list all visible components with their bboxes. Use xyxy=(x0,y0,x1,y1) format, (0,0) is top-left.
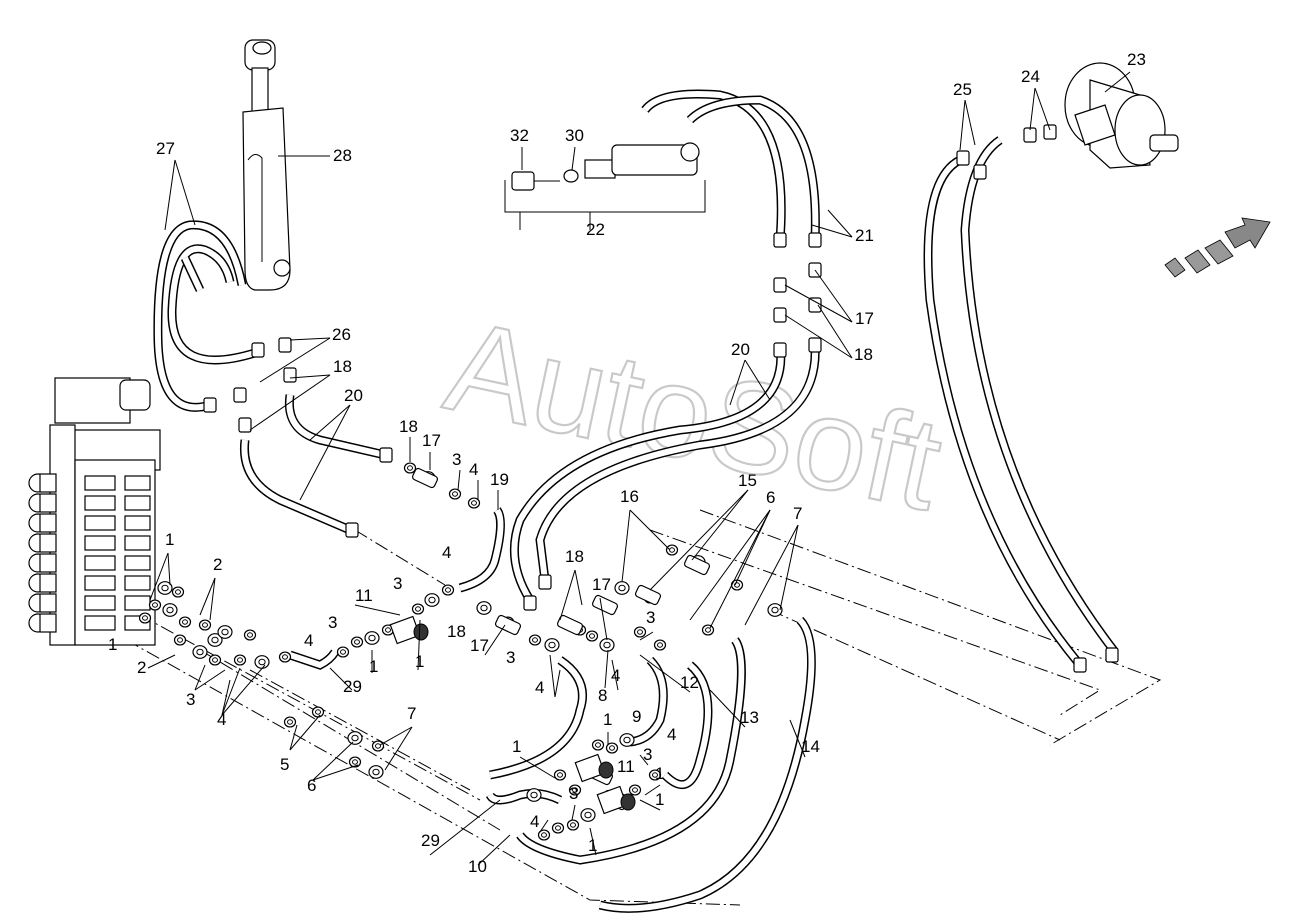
callout-3: 3 xyxy=(569,784,578,803)
callout-9: 9 xyxy=(632,707,641,726)
callout-8: 8 xyxy=(598,686,607,705)
callout-4: 4 xyxy=(217,710,226,729)
callout-16: 16 xyxy=(620,487,639,506)
forward-arrow-icon xyxy=(1164,217,1271,278)
callout-11: 11 xyxy=(617,757,635,776)
callout-1: 1 xyxy=(655,764,664,783)
alignment-lines xyxy=(104,509,1162,906)
callout-32: 32 xyxy=(510,126,529,145)
callout-3: 3 xyxy=(646,608,655,627)
callout-4: 4 xyxy=(667,725,676,744)
callout-1: 1 xyxy=(369,657,378,676)
rigid-pipes xyxy=(288,507,816,913)
callout-6: 6 xyxy=(307,776,316,795)
callout-5: 5 xyxy=(280,755,289,774)
callout-20: 20 xyxy=(344,386,363,405)
callout-29: 29 xyxy=(421,831,440,850)
callout-18: 18 xyxy=(854,345,873,364)
callout-10: 10 xyxy=(468,857,487,876)
callout-25: 25 xyxy=(953,80,972,99)
callout-17: 17 xyxy=(855,309,874,328)
callout-18: 18 xyxy=(565,547,584,566)
hydraulic-motor-icon xyxy=(1064,62,1179,169)
callout-4: 4 xyxy=(442,543,451,562)
callout-1: 1 xyxy=(588,836,597,855)
callout-26: 26 xyxy=(332,325,351,344)
hydraulic-cylinder-icon xyxy=(242,39,291,291)
callout-1: 1 xyxy=(603,710,612,729)
callout-4: 4 xyxy=(535,678,544,697)
callout-1: 1 xyxy=(415,652,424,671)
callout-17: 17 xyxy=(470,636,489,655)
hoses xyxy=(153,89,1119,668)
callout-24: 24 xyxy=(1021,67,1040,86)
callout-3: 3 xyxy=(452,450,461,469)
callout-17: 17 xyxy=(592,575,611,594)
callout-18: 18 xyxy=(333,357,352,376)
callout-21: 21 xyxy=(855,226,874,245)
watermark-text: AutoSoft xyxy=(435,292,953,538)
callout-1: 1 xyxy=(108,635,117,654)
callout-labels: 1 1 1 1 1 1 1 1 1 2 2 3 3 3 3 3 3 3 3 4 … xyxy=(108,50,1146,876)
callout-2: 2 xyxy=(137,658,146,677)
callout-12: 12 xyxy=(680,673,699,692)
callout-20: 20 xyxy=(731,340,750,359)
callout-4: 4 xyxy=(611,666,620,685)
callout-18: 18 xyxy=(447,622,466,641)
callout-17: 17 xyxy=(422,431,441,450)
callout-2: 2 xyxy=(213,555,222,574)
callout-4: 4 xyxy=(469,460,478,479)
callout-4: 4 xyxy=(530,812,539,831)
callout-29: 29 xyxy=(343,677,362,696)
callout-3: 3 xyxy=(506,648,515,667)
fittings xyxy=(138,124,1119,841)
callout-28: 28 xyxy=(333,146,352,165)
callout-3: 3 xyxy=(393,574,402,593)
callout-13: 13 xyxy=(740,708,759,727)
callout-19: 19 xyxy=(490,470,509,489)
control-valve-icon xyxy=(28,377,161,646)
callout-18: 18 xyxy=(399,417,418,436)
callout-3: 3 xyxy=(328,613,337,632)
callout-1: 1 xyxy=(512,737,521,756)
callout-1: 1 xyxy=(165,530,174,549)
callout-6: 6 xyxy=(766,488,775,507)
callout-15: 15 xyxy=(738,471,757,490)
callout-11: 11 xyxy=(355,586,373,605)
callout-7: 7 xyxy=(407,704,416,723)
callout-30: 30 xyxy=(565,126,584,145)
leader-lines xyxy=(147,71,1131,866)
callout-3: 3 xyxy=(643,745,652,764)
callout-27: 27 xyxy=(156,139,175,158)
callout-22: 22 xyxy=(586,220,605,239)
callout-1: 1 xyxy=(655,790,664,809)
small-cylinder-assembly xyxy=(504,142,706,213)
callout-7: 7 xyxy=(793,504,802,523)
callout-14: 14 xyxy=(801,737,820,756)
callout-4: 4 xyxy=(304,631,313,650)
callout-23: 23 xyxy=(1127,50,1146,69)
callout-3: 3 xyxy=(186,690,195,709)
